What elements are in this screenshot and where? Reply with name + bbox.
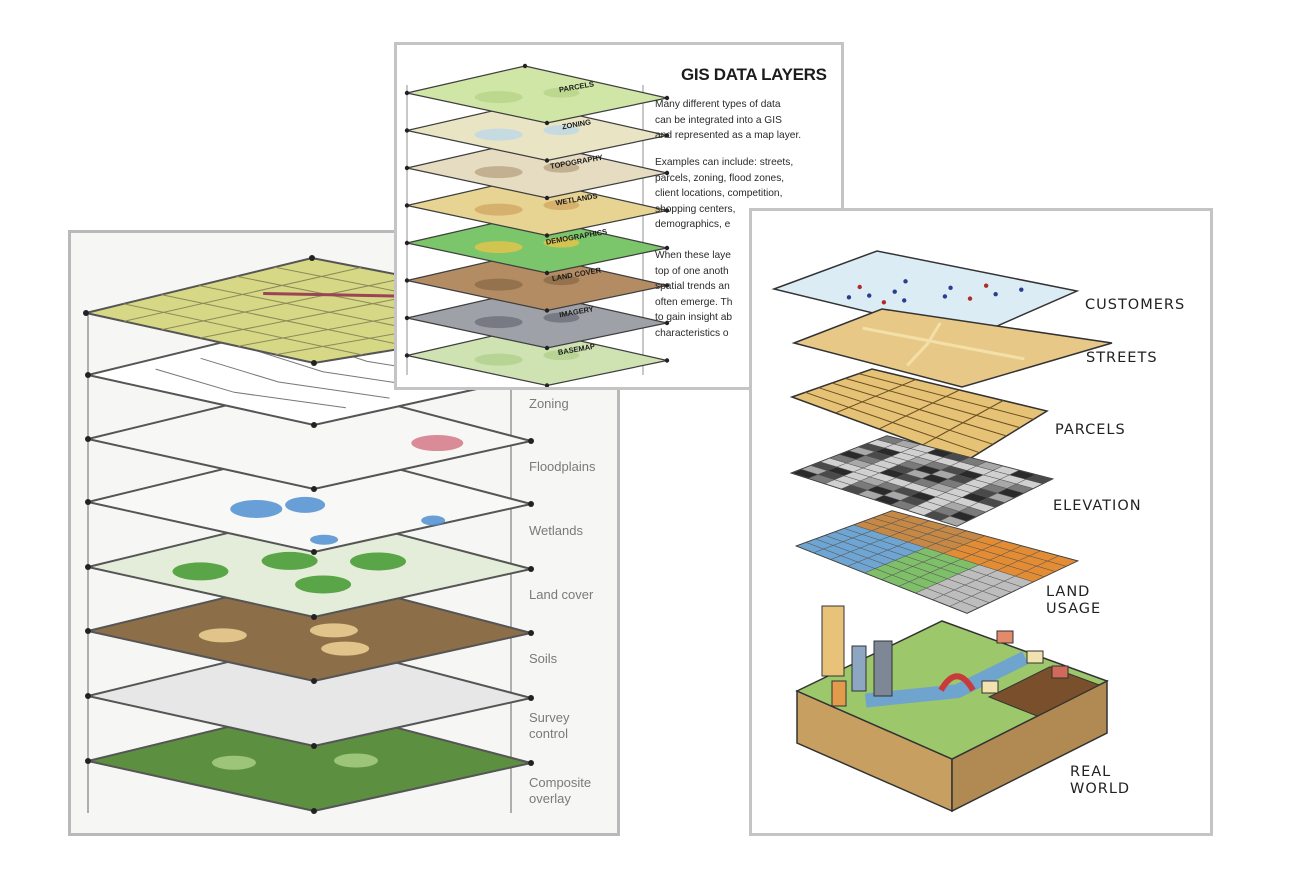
right-layer-2 [794, 309, 1112, 387]
right-layer-4 [792, 436, 1052, 526]
left-label-survey-control: Survey control [529, 710, 569, 742]
left-label-composite-overlay: Composite overlay [529, 775, 591, 807]
right-illustrated-layers: CUSTOMERS STREETS PARCELS ELEVATION LAND… [749, 208, 1213, 836]
left-label-soils: Soils [529, 651, 557, 667]
right-label-real-world: REAL WORLD [1070, 764, 1130, 798]
right-label-streets: STREETS [1086, 350, 1158, 367]
right-label-land-usage: LAND USAGE [1046, 584, 1101, 618]
center-paragraph-1: Many different types of data can be inte… [655, 97, 844, 144]
center-title: GIS DATA LAYERS [681, 65, 827, 85]
left-label-zoning: Zoning [529, 396, 569, 412]
right-real-world-block [797, 606, 1107, 811]
right-label-customers: CUSTOMERS [1085, 297, 1185, 314]
right-label-elevation: ELEVATION [1053, 498, 1142, 515]
left-label-wetlands: Wetlands [529, 523, 583, 539]
left-label-floodplains: Floodplains [529, 459, 596, 475]
center-layer-1: PARCELS [405, 64, 669, 125]
left-label-land-cover: Land cover [529, 587, 593, 603]
right-label-parcels: PARCELS [1055, 422, 1126, 439]
right-layer-5 [797, 511, 1077, 613]
